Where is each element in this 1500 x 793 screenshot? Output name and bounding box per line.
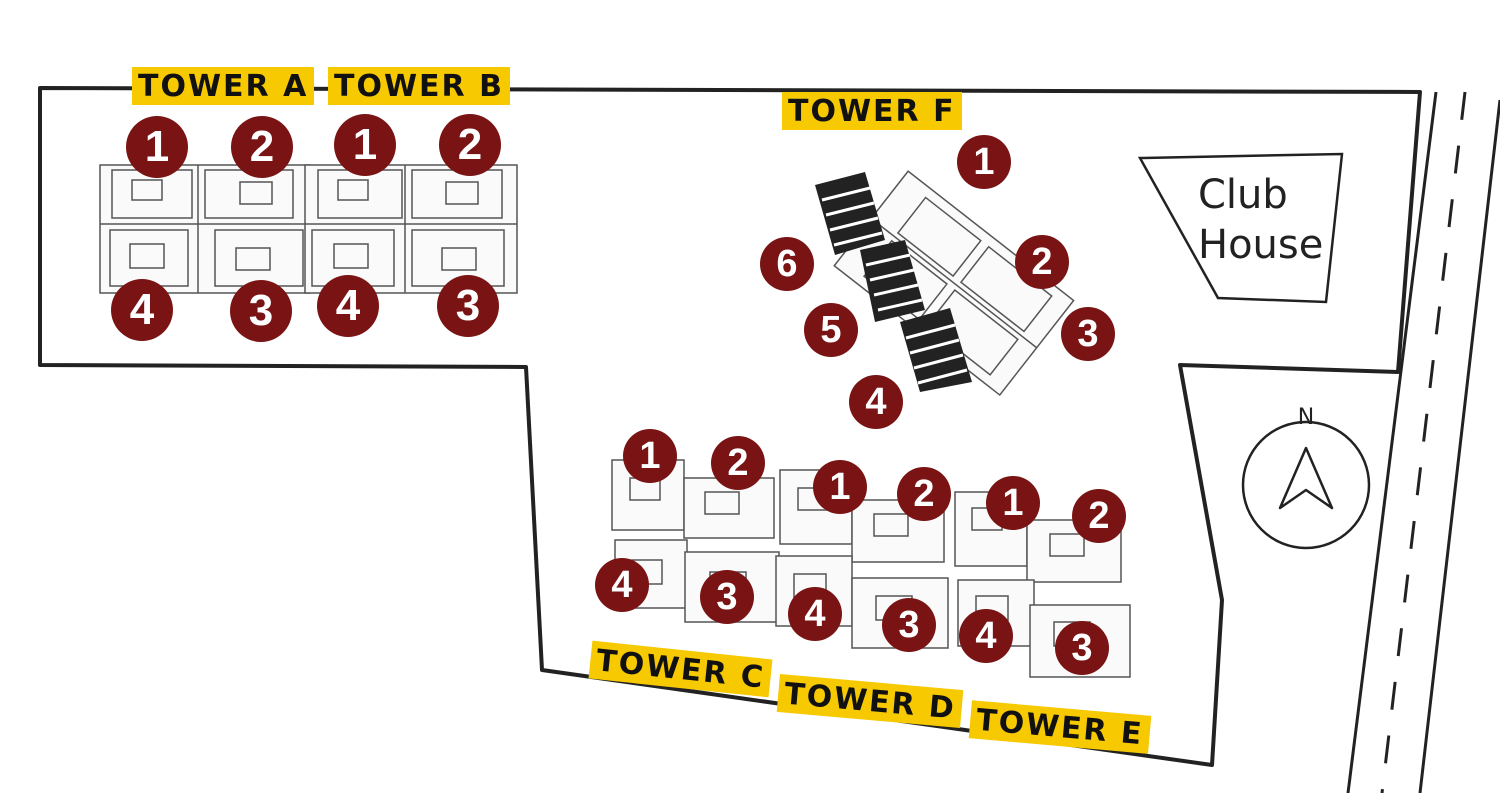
tower-f-stair-lines	[821, 186, 968, 385]
tower-c-unit-3-marker[interactable]: 3	[700, 570, 754, 624]
tower-e-unit-3-marker[interactable]: 3	[1055, 621, 1109, 675]
tower-a-unit-2-marker[interactable]: 2	[231, 116, 293, 178]
tower-a-unit-4-marker[interactable]: 4	[111, 279, 173, 341]
tower-e-unit-4-marker[interactable]: 4	[959, 609, 1013, 663]
tower-c-unit-1-marker[interactable]: 1	[623, 429, 677, 483]
tower-f-unit-6-marker[interactable]: 6	[760, 237, 814, 291]
club-house-line2: House	[1198, 222, 1324, 268]
tower-b-label: TOWER B	[328, 67, 510, 105]
tower-f-unit-2-marker[interactable]: 2	[1015, 235, 1069, 289]
tower-b-floorplan	[304, 164, 518, 294]
tower-f-unit-4-marker[interactable]: 4	[849, 375, 903, 429]
tower-d-unit-3-marker[interactable]: 3	[882, 598, 936, 652]
tower-a-unit-3-marker[interactable]: 3	[230, 280, 292, 342]
tower-f-unit-1-marker[interactable]: 1	[957, 135, 1011, 189]
tower-a-unit-1-marker[interactable]: 1	[126, 116, 188, 178]
club-house-label: Club House	[1198, 170, 1323, 270]
tower-e-unit-2-marker[interactable]: 2	[1072, 489, 1126, 543]
tower-e-unit-1-marker[interactable]: 1	[986, 476, 1040, 530]
tower-a-floorplan	[99, 164, 311, 294]
tower-c-unit-2-marker[interactable]: 2	[711, 436, 765, 490]
tower-b-unit-1-marker[interactable]: 1	[334, 114, 396, 176]
tower-d-unit-2-marker[interactable]: 2	[897, 467, 951, 521]
compass: N	[1241, 405, 1371, 550]
tower-a-label: TOWER A	[132, 67, 315, 105]
north-arrow-icon	[1278, 446, 1334, 510]
club-house-outline	[1137, 152, 1344, 304]
club-house-line1: Club	[1198, 172, 1288, 218]
tower-f-unit-3-marker[interactable]: 3	[1061, 307, 1115, 361]
tower-b-unit-4-marker[interactable]: 4	[317, 275, 379, 337]
site-boundary	[38, 86, 1422, 767]
tower-d-unit-1-marker[interactable]: 1	[813, 460, 867, 514]
tower-f-unit-5-marker[interactable]: 5	[804, 303, 858, 357]
north-letter: N	[1298, 405, 1314, 430]
road	[1346, 91, 1500, 793]
tower-b-unit-3-marker[interactable]: 3	[437, 275, 499, 337]
tower-f-floorplan	[815, 170, 1075, 397]
tower-d-unit-4-marker[interactable]: 4	[788, 587, 842, 641]
tower-f-label: TOWER F	[782, 92, 962, 130]
tower-b-unit-2-marker[interactable]: 2	[439, 114, 501, 176]
tower-c-unit-4-marker[interactable]: 4	[595, 558, 649, 612]
